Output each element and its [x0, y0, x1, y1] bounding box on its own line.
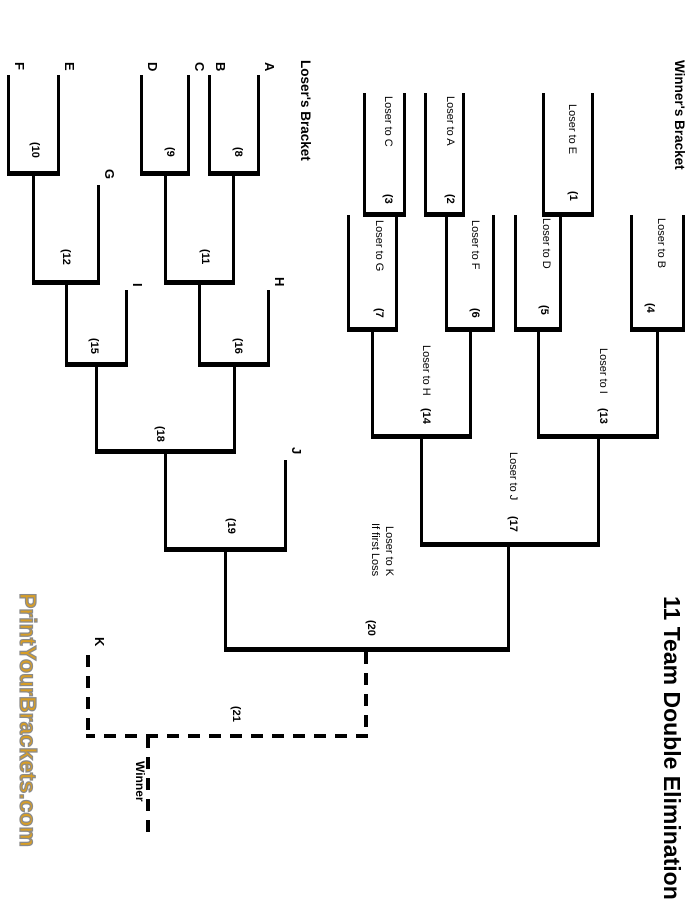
- wb-game5-team2-line: [514, 215, 517, 330]
- game5-loser-note: Loser to D: [540, 218, 552, 269]
- game13-number: (13: [597, 408, 609, 424]
- lb-final-winner-line: [224, 547, 227, 650]
- lb-game10-team2-line: [7, 75, 10, 174]
- lb-game16-team1-line: [267, 290, 270, 365]
- game4-number: (4: [644, 303, 656, 313]
- game6-loser-note: Loser to F: [469, 220, 481, 270]
- game21-number: (21: [230, 706, 242, 722]
- game3-loser-note: Loser to C: [382, 96, 394, 147]
- game19-number: (19: [225, 518, 237, 534]
- game20-loser-note-line2: If first Loss: [369, 523, 381, 577]
- game5-number: (5: [538, 305, 550, 315]
- wb-game13-team1-line: [656, 327, 659, 437]
- seed-letter-i: I: [130, 283, 145, 287]
- wb-game17-team2-line: [420, 434, 423, 545]
- lb-game19-connector: [164, 547, 287, 552]
- game21-connector-dashed: [86, 734, 368, 738]
- game20-number: (20: [365, 620, 377, 636]
- seed-letter-k: K: [92, 637, 107, 647]
- seed-letter-e: E: [62, 62, 77, 71]
- wb-game7-team2-line: [347, 215, 350, 330]
- game17-loser-note: Loser to J: [507, 452, 519, 501]
- watermark-logo: PrintYourBrackets.com: [14, 592, 41, 847]
- wb-game7-team1-line: [395, 212, 398, 330]
- wb-game6-team2-line: [445, 212, 448, 330]
- game7-loser-note: Loser to G: [373, 220, 385, 272]
- lb-game8-team2-line: [208, 75, 211, 174]
- game12-number: (12: [60, 249, 72, 265]
- game1-number: (1: [567, 191, 579, 201]
- lb-game11-team1-line: [232, 171, 235, 283]
- game20-loser-note-line1: Loser to K: [383, 526, 395, 577]
- lb-game11-team2-line: [164, 171, 167, 283]
- page-title: 11 Team Double Elimination: [659, 596, 685, 900]
- wb-game14-team2-line: [371, 327, 374, 437]
- game8-number: (8: [232, 147, 244, 157]
- lb-game12-team1-line: [97, 185, 100, 283]
- wb-game1-connector: [542, 212, 594, 217]
- seed-letter-d: D: [145, 62, 160, 72]
- losers-bracket-header: Loser's Bracket: [298, 60, 313, 161]
- lb-game16-team2-line: [198, 280, 201, 365]
- wb-game17-connector: [420, 542, 600, 547]
- wb-game17-team1-line: [597, 434, 600, 545]
- seed-letter-f: F: [12, 62, 27, 70]
- seed-letter-c: C: [192, 62, 207, 72]
- seed-letter-b: B: [213, 62, 228, 72]
- game1-loser-note: Loser to E: [566, 104, 578, 155]
- lb-game18-team1-line: [233, 362, 236, 452]
- seed-letter-g: G: [102, 169, 117, 180]
- game2-loser-note: Loser to A: [444, 96, 456, 146]
- game20-out-dashed-line: [364, 652, 368, 737]
- lb-game9-team1-line: [187, 75, 190, 174]
- lb-game18-team2-line: [95, 362, 98, 452]
- game15-number: (15: [88, 338, 100, 354]
- game16-number: (16: [232, 338, 244, 354]
- lb-game12-team2-line: [32, 171, 35, 283]
- k-entry-dashed-line: [86, 655, 90, 737]
- lb-game15-team2-line: [65, 280, 68, 365]
- lb-game8-team1-line: [257, 75, 260, 174]
- wb-game14-team1-line: [469, 327, 472, 437]
- game11-number: (11: [199, 249, 211, 265]
- game7-number: (7: [373, 308, 385, 318]
- game6-number: (6: [469, 308, 481, 318]
- wb-game1-team2-line: [542, 93, 545, 215]
- wb-game5-team1-line: [559, 212, 562, 330]
- game4-loser-note: Loser to B: [655, 218, 667, 269]
- game3-number: (3: [382, 194, 394, 204]
- seed-letter-h: H: [272, 277, 287, 287]
- lb-game15-team1-line: [125, 290, 128, 365]
- winners-bracket-header: Winner's Bracket: [672, 60, 687, 170]
- game18-number: (18: [154, 426, 166, 442]
- wb-game3-team2-line: [363, 93, 366, 215]
- game14-number: (14: [420, 408, 432, 424]
- game9-number: (9: [164, 147, 176, 157]
- wb-game13-team2-line: [537, 327, 540, 437]
- wb-game3-connector: [363, 212, 406, 217]
- winner-label: Winner: [133, 761, 147, 802]
- seed-letter-j: J: [289, 447, 304, 455]
- game13-loser-note: Loser to I: [597, 348, 609, 394]
- wb-game3-team1-line: [403, 93, 406, 215]
- lb-game9-team2-line: [140, 75, 143, 174]
- game17-number: (17: [507, 516, 519, 532]
- wb-game2-team1-line: [462, 93, 465, 215]
- game2-number: (2: [444, 194, 456, 204]
- lb-game19-team1-line: [284, 460, 287, 550]
- wb-game4-team1-line: [682, 215, 685, 330]
- lb-game19-team2-line: [164, 449, 167, 550]
- lb-game10-team1-line: [57, 75, 60, 174]
- wb-game1-team1-line: [591, 93, 594, 215]
- wb-game6-team1-line: [492, 215, 495, 330]
- seed-letter-a: A: [262, 62, 277, 72]
- game14-loser-note: Loser to H: [420, 345, 432, 396]
- wb-game2-team2-line: [424, 93, 427, 215]
- game10-number: (10: [29, 142, 41, 158]
- wb-game4-team2-line: [630, 215, 633, 330]
- wb-game20-top-line: [507, 542, 510, 650]
